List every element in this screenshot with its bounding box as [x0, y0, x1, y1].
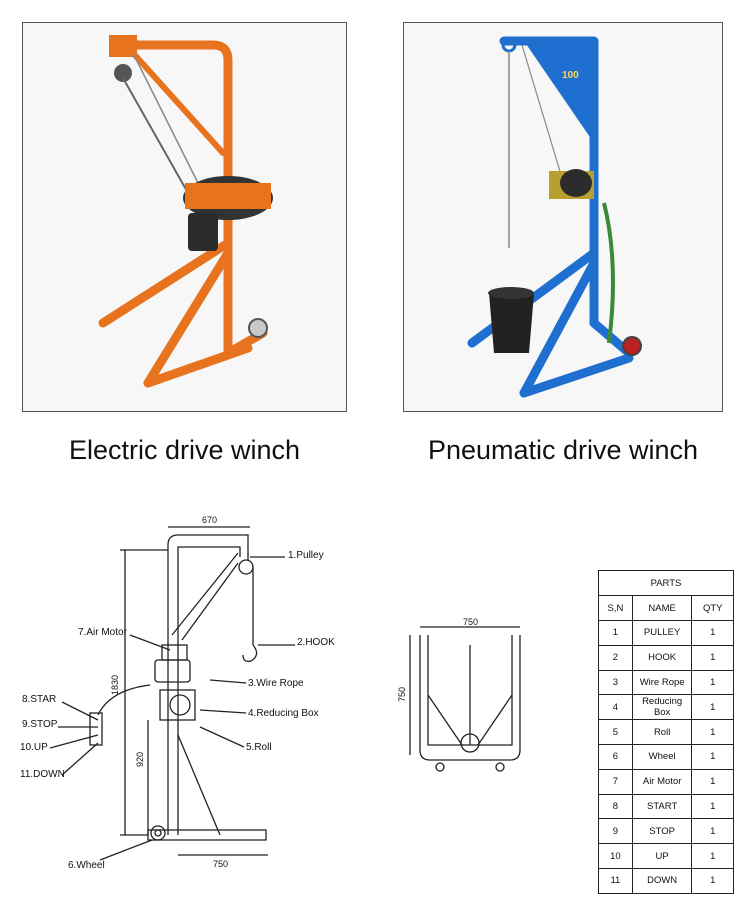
row-name: HOOK — [631, 644, 693, 671]
row-qty: 1 — [691, 843, 734, 869]
front-dim-width: 750 — [463, 617, 478, 627]
parts-table-title: PARTS — [598, 570, 734, 596]
row-qty: 1 — [691, 793, 734, 820]
pneumatic-winch-illustration: 100 — [467, 36, 642, 398]
row-sn: 5 — [598, 719, 633, 745]
row-name: DOWN — [631, 867, 693, 894]
header-name: NAME — [631, 595, 693, 621]
row-name: START — [631, 793, 693, 820]
row-sn: 7 — [598, 768, 633, 795]
electric-winch-caption: Electric drive winch — [68, 435, 301, 465]
header-sn: S,N — [598, 595, 633, 621]
row-sn: 1 — [598, 620, 633, 646]
dim-mid: 920 — [135, 752, 145, 767]
row-name: Air Motor — [631, 768, 693, 795]
row-qty: 1 — [691, 818, 734, 845]
row-name: Wire Rope — [631, 669, 693, 696]
dim-width: 670 — [202, 515, 217, 525]
label-pulley: 1.Pulley — [288, 550, 324, 561]
row-name: Roll — [631, 719, 693, 745]
label-down: 11.DOWN — [20, 769, 65, 780]
pneumatic-winch-caption: Pneumatic drive winch — [427, 435, 699, 465]
dim-height: 1830 — [110, 675, 120, 695]
label-wheel: 6.Wheel — [68, 860, 105, 871]
electric-winch-photo — [22, 22, 347, 412]
front-dim-height: 750 — [397, 687, 407, 702]
row-name: Reducing Box — [631, 694, 693, 721]
pneumatic-winch-photo: 100 — [403, 22, 723, 412]
row-qty: 1 — [691, 620, 734, 646]
row-sn: 8 — [598, 793, 633, 820]
row-sn: 10 — [598, 843, 633, 869]
row-qty: 1 — [691, 719, 734, 745]
row-qty: 1 — [691, 867, 734, 894]
label-star: 8.STAR — [22, 694, 56, 705]
row-qty: 1 — [691, 694, 734, 721]
label-hook: 2.HOOK — [297, 637, 335, 648]
row-qty: 1 — [691, 768, 734, 795]
label-up: 10.UP — [20, 742, 48, 753]
label-stop: 9.STOP — [22, 719, 58, 730]
dim-base: 750 — [213, 859, 228, 869]
label-roll: 5.Roll — [246, 742, 272, 753]
technical-drawing: 670 1830 920 750 1.Pulley 2.HOOK 3.Wire … — [20, 515, 521, 871]
label-air-motor: 7.Air Motor — [78, 627, 128, 638]
row-name: PULLEY — [631, 620, 693, 646]
label-reducing-box: 4.Reducing Box — [248, 708, 319, 719]
row-name: STOP — [631, 818, 693, 845]
capacity-sign: 100 — [562, 70, 579, 81]
row-qty: 1 — [691, 743, 734, 770]
row-sn: 6 — [598, 743, 633, 770]
row-sn: 3 — [598, 669, 633, 696]
row-qty: 1 — [691, 644, 734, 671]
header-qty: QTY — [691, 595, 734, 621]
row-qty: 1 — [691, 669, 734, 696]
label-wire-rope: 3.Wire Rope — [248, 678, 304, 689]
electric-winch-illustration — [98, 35, 273, 388]
row-sn: 2 — [598, 644, 633, 671]
row-sn: 11 — [598, 867, 633, 894]
row-sn: 9 — [598, 818, 633, 845]
row-sn: 4 — [598, 694, 633, 721]
row-name: Wheel — [631, 743, 693, 770]
row-name: UP — [631, 843, 693, 869]
